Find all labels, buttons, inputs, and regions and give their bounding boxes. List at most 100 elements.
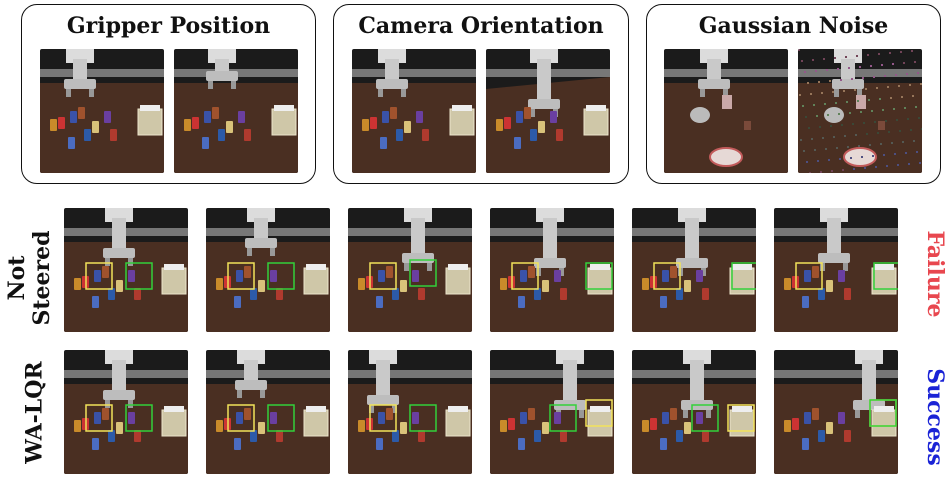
scene-object xyxy=(128,270,135,282)
robot-finger xyxy=(369,405,374,413)
basket xyxy=(449,108,475,136)
basket xyxy=(161,267,187,295)
scene-object xyxy=(184,119,191,131)
robot-gripper xyxy=(818,253,850,263)
scene-image xyxy=(490,208,614,332)
robot-finger xyxy=(701,268,706,276)
robot-finger xyxy=(700,89,705,97)
noise-pixel xyxy=(921,128,922,130)
robot-gripper xyxy=(245,238,277,248)
scene-object xyxy=(258,280,265,292)
basket xyxy=(871,409,897,437)
scene-image xyxy=(64,350,188,474)
robot-finger xyxy=(128,258,133,266)
noise-pixel xyxy=(885,120,887,122)
scene-object xyxy=(802,438,809,450)
noise-pixel xyxy=(811,138,813,140)
scene-image xyxy=(206,208,330,332)
scene-object xyxy=(642,420,649,432)
noise-pixel xyxy=(874,121,876,123)
noise-pixel xyxy=(865,88,867,90)
noise-pixel xyxy=(850,157,852,159)
table-surface xyxy=(632,242,756,332)
noise-pixel xyxy=(906,73,908,75)
noise-pixel xyxy=(914,61,916,63)
noise-pixel xyxy=(820,171,822,173)
noise-pixel xyxy=(901,96,903,98)
noise-pixel xyxy=(812,59,814,61)
noise-pixel xyxy=(886,165,888,167)
scene-object xyxy=(94,412,101,424)
noise-pixel xyxy=(880,143,882,145)
noise-pixel xyxy=(899,130,901,132)
noise-pixel xyxy=(808,127,810,129)
green-target-box xyxy=(125,262,153,290)
basket xyxy=(583,108,609,136)
scene-object xyxy=(520,270,527,282)
scene-object xyxy=(250,288,257,300)
basket xyxy=(303,409,329,437)
noise-pixel xyxy=(908,163,910,165)
robot-gripper xyxy=(528,99,560,109)
basket-rim xyxy=(732,264,752,270)
robot-finger xyxy=(237,390,242,398)
wall-strip xyxy=(798,69,922,77)
noise-pixel xyxy=(807,82,809,84)
scene-object xyxy=(270,270,277,282)
green-target-box xyxy=(267,404,295,432)
scene-object xyxy=(496,119,503,131)
basket-rim xyxy=(140,105,160,111)
noise-pixel xyxy=(900,51,902,53)
noise-pixel xyxy=(889,52,891,54)
noise-pixel xyxy=(825,148,827,150)
scene-object xyxy=(92,121,99,133)
basket-rim xyxy=(448,406,468,412)
noise-pixel xyxy=(884,75,886,77)
scene-object xyxy=(218,129,225,141)
scene-object xyxy=(244,266,251,278)
mug-pink xyxy=(856,95,866,109)
robot-finger xyxy=(579,410,584,418)
scene-object xyxy=(244,129,251,141)
scene-object xyxy=(528,266,535,278)
robot-arm-link xyxy=(707,59,721,84)
noise-pixel xyxy=(844,135,846,137)
row-label-line: WA-LQR xyxy=(21,361,48,464)
noise-pixel xyxy=(913,140,915,142)
scene-object xyxy=(276,288,283,300)
noise-pixel xyxy=(830,125,832,127)
robot-arm-link xyxy=(827,218,841,258)
basket-rim xyxy=(732,406,752,412)
noise-pixel xyxy=(872,155,874,157)
robot-arm-link xyxy=(690,360,704,405)
scene-image xyxy=(632,350,756,474)
scene-object xyxy=(412,270,419,282)
robot-finger xyxy=(247,248,252,256)
scene-object xyxy=(202,137,209,149)
robot-finger xyxy=(855,410,860,418)
basket xyxy=(587,409,613,437)
green-target-box xyxy=(549,404,577,432)
basket-rim xyxy=(306,406,326,412)
noise-pixel xyxy=(838,113,840,115)
wall-strip xyxy=(206,370,330,378)
scene-object xyxy=(392,288,399,300)
basket-rim xyxy=(874,406,894,412)
mug xyxy=(824,107,844,123)
scene-object xyxy=(226,121,233,133)
scene-object xyxy=(528,408,535,420)
noise-pixel xyxy=(810,93,812,95)
noise-pixel xyxy=(904,107,906,109)
noise-pixel xyxy=(803,150,805,152)
noise-pixel xyxy=(883,154,885,156)
noise-pixel xyxy=(861,156,863,158)
noise-pixel xyxy=(857,100,859,102)
robot-finger xyxy=(378,89,383,97)
scene-object xyxy=(74,420,81,432)
noise-pixel xyxy=(824,103,826,105)
scene-object xyxy=(400,280,407,292)
noise-pixel xyxy=(853,168,855,170)
noise-pixel xyxy=(827,114,829,116)
noise-pixel xyxy=(915,106,917,108)
wall-strip xyxy=(40,69,164,77)
